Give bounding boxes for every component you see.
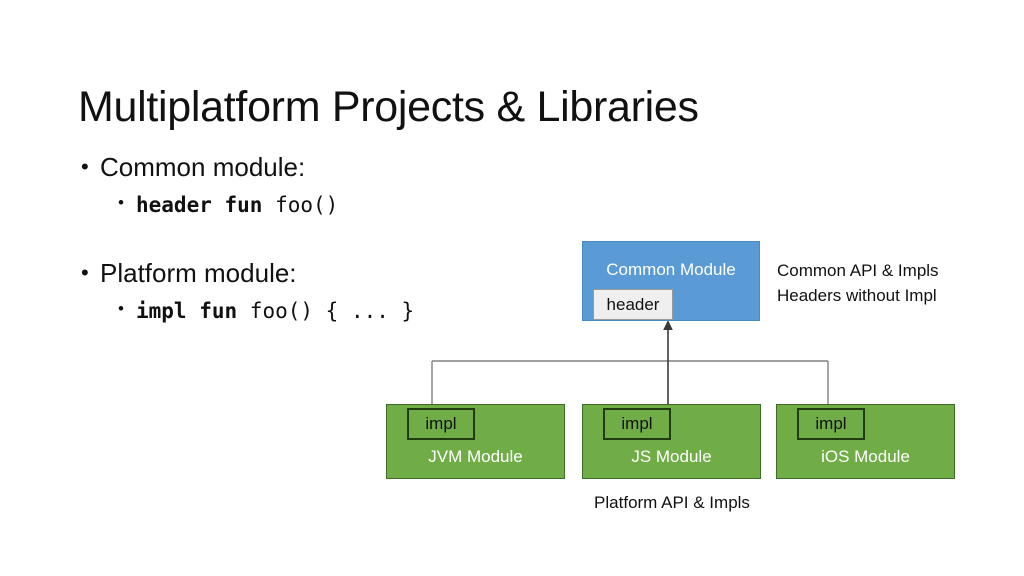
impl-chip-jvm[interactable]: impl <box>407 408 475 440</box>
impl-chip-ios[interactable]: impl <box>797 408 865 440</box>
page-title: Multiplatform Projects & Libraries <box>78 82 699 131</box>
common-module-annotation: Common API & Impls Headers without Impl <box>777 258 1007 308</box>
bullet-marker-icon: • <box>118 299 124 319</box>
impl-chip-label: impl <box>621 414 653 433</box>
bullet-platform-module: • Platform module: <box>78 258 548 290</box>
bullet-list: • Common module: • header fun foo() • Pl… <box>78 152 548 325</box>
code-rest-header-fun: foo() <box>262 192 339 217</box>
ios-module-box[interactable]: impl iOS Module <box>776 404 955 479</box>
ios-module-label: iOS Module <box>821 447 910 466</box>
arrow-head-icon <box>663 320 673 330</box>
platform-layer-caption: Platform API & Impls <box>594 493 750 512</box>
code-rest-impl-fun: foo() { ... } <box>237 299 415 324</box>
common-module-label: Common Module <box>606 260 736 279</box>
bullet-marker-icon: • <box>118 192 124 212</box>
jvm-module-label: JVM Module <box>428 447 523 466</box>
bullet-common-module: • Common module: <box>78 152 548 184</box>
code-keyword-impl-fun: impl fun <box>136 299 238 324</box>
js-module-label: JS Module <box>631 447 712 466</box>
common-module-box[interactable]: Common Module header <box>582 241 760 321</box>
impl-chip-label: impl <box>815 414 847 433</box>
bullet-marker-icon: • <box>81 260 89 286</box>
bullet-impl-fun: • impl fun foo() { ... } <box>78 296 548 325</box>
jvm-module-box[interactable]: impl JVM Module <box>386 404 565 479</box>
bullet-common-module-label: Common module: <box>100 152 306 182</box>
js-module-box[interactable]: impl JS Module <box>582 404 761 479</box>
impl-chip-js[interactable]: impl <box>603 408 671 440</box>
annotation-line-2: Headers without Impl <box>777 286 937 306</box>
code-keyword-header-fun: header fun <box>136 192 263 217</box>
impl-chip-label: impl <box>425 414 457 433</box>
header-chip-label: header <box>606 294 660 314</box>
bullet-platform-module-label: Platform module: <box>100 258 297 289</box>
annotation-line-1: Common API & Impls <box>777 261 939 280</box>
bullet-header-fun: • header fun foo() <box>78 190 548 219</box>
bullet-marker-icon: • <box>81 154 89 179</box>
header-chip[interactable]: header <box>593 289 673 320</box>
